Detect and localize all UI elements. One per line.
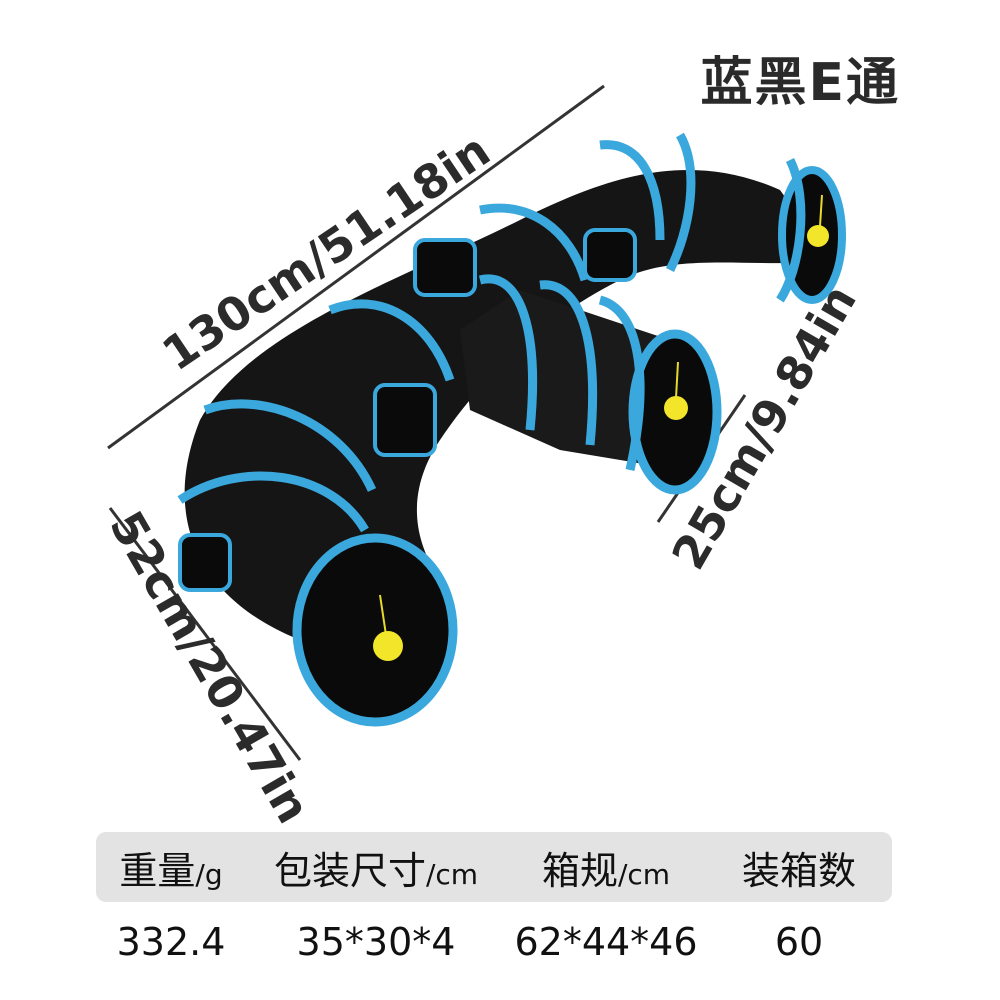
tunnel-opening-left (292, 533, 458, 727)
tunnel-peek-hole (583, 228, 637, 282)
spec-table: 重量/g 包装尺寸/cm 箱规/cm 装箱数 332.4 35*30*4 62*… (96, 832, 892, 982)
spec-table-header: 重量/g 包装尺寸/cm 箱规/cm 装箱数 (96, 832, 892, 902)
value-weight: 332.4 (116, 920, 226, 964)
tunnel-peek-hole (413, 238, 477, 297)
tunnel-peek-hole (178, 533, 232, 592)
header-package-size: 包装尺寸/cm (273, 848, 479, 893)
tunnel-peek-hole (373, 383, 437, 457)
height-dimension-line (108, 507, 302, 761)
header-carton-size: 箱规/cm (541, 848, 671, 893)
toy-ball-left (373, 594, 403, 661)
product-title: 蓝黑E通 (700, 53, 900, 113)
spec-table-row: 332.4 35*30*4 62*44*46 60 (96, 902, 892, 982)
tunnel-trim-rings (177, 132, 806, 533)
header-weight: 重量/g (119, 848, 223, 893)
value-package-size: 35*30*4 (296, 920, 456, 964)
toy-ball-right (807, 194, 829, 247)
tunnel-main-body (184, 169, 830, 640)
header-carton-quantity: 装箱数 (741, 848, 856, 893)
value-carton-quantity: 60 (774, 920, 824, 964)
length-dimension-line (107, 84, 605, 450)
value-carton-size: 62*44*46 (514, 920, 698, 964)
toy-ball-middle (664, 361, 688, 420)
